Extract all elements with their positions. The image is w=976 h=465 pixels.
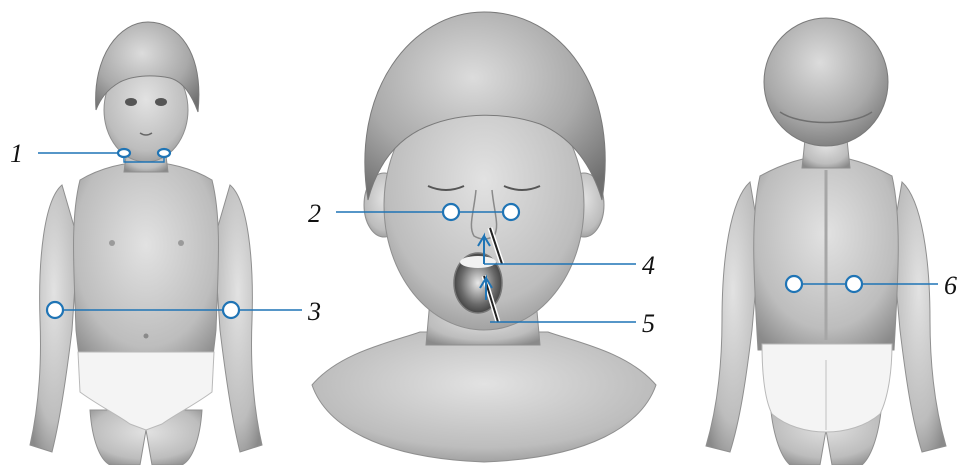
back-right-arm <box>892 182 946 452</box>
closeup-teeth <box>460 256 496 268</box>
front-left-eye <box>125 98 137 106</box>
front-right-eye <box>155 98 167 106</box>
marker-3-left <box>47 302 63 318</box>
label-6: 6 <box>944 271 957 300</box>
back-hair <box>764 18 888 146</box>
closeup-shoulders <box>312 332 656 462</box>
front-right-nipple <box>178 240 184 246</box>
marker-1-right <box>158 149 170 157</box>
back-left-arm <box>706 182 760 452</box>
back-underwear <box>762 344 892 432</box>
marker-2-left <box>443 204 459 220</box>
marker-2-right <box>503 204 519 220</box>
label-3: 3 <box>307 297 321 326</box>
label-1: 1 <box>10 139 23 168</box>
front-left-nipple <box>109 240 115 246</box>
marker-6-left <box>786 276 802 292</box>
front-torso <box>74 162 219 370</box>
front-right-arm <box>214 185 262 452</box>
front-view-child <box>30 22 262 465</box>
marker-3-right <box>223 302 239 318</box>
label-2: 2 <box>308 199 321 228</box>
label-5: 5 <box>642 309 655 338</box>
front-navel <box>144 334 149 339</box>
back-view-child <box>706 18 946 465</box>
label-4: 4 <box>642 251 655 280</box>
marker-1-left <box>118 149 130 157</box>
marker-6-right <box>846 276 862 292</box>
